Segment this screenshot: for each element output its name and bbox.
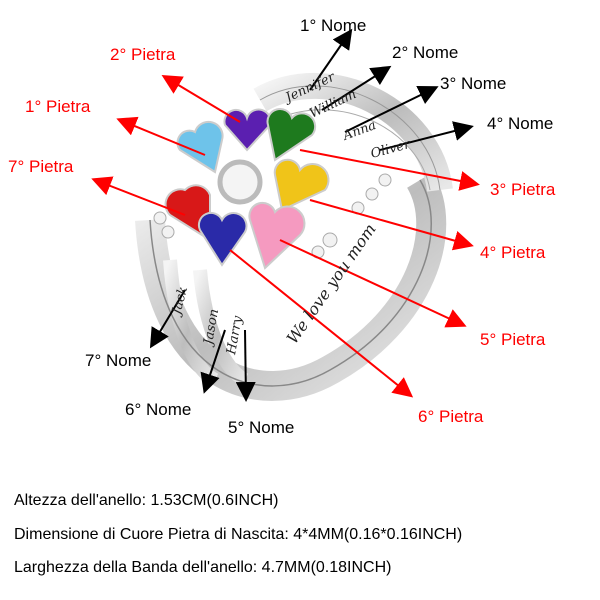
stone-1-blue <box>176 120 224 174</box>
stone-5-pink <box>248 201 306 270</box>
stone-label-3: 3° Pietra <box>490 180 556 199</box>
center-diamond <box>217 159 263 205</box>
stone-label-7: 7° Pietra <box>8 157 74 176</box>
name-arrows <box>149 28 474 402</box>
birthstones <box>164 108 330 270</box>
stone-3-green <box>266 108 317 162</box>
stone-label-1: 1° Pietra <box>25 97 91 116</box>
stone-arrows <box>91 74 480 398</box>
engraving-3: Anna <box>340 118 378 144</box>
stone-4-yellow <box>273 158 330 212</box>
name-label-2: 2° Nome <box>392 43 459 62</box>
spec-ring-height: Altezza dell'anello: 1.53CM(0.6INCH) <box>14 492 279 509</box>
name-label-7: 7° Nome <box>85 351 152 370</box>
stone-label-2: 2° Pietra <box>110 45 176 64</box>
engraving-4: Oliver <box>369 137 412 162</box>
name-label-5: 5° Nome <box>228 418 295 437</box>
stone-label-6: 6° Pietra <box>418 407 484 426</box>
name-label-6: 6° Nome <box>125 400 192 419</box>
name-label-3: 3° Nome <box>440 74 507 93</box>
engraving-5: Harry <box>224 314 246 357</box>
engraving-6: Jason <box>201 308 223 349</box>
stone-label-5: 5° Pietra <box>480 330 546 349</box>
name-label-4: 4° Nome <box>487 114 554 133</box>
stone-6-darkblue <box>197 211 248 267</box>
stone-label-4: 4° Pietra <box>480 243 546 262</box>
spec-band-width: Larghezza della Banda dell'anello: 4.7MM… <box>14 559 392 576</box>
spec-stone-size: Dimensione di Cuore Pietra di Nascita: 4… <box>14 526 463 543</box>
accent-diamonds <box>153 173 392 259</box>
stone-2-purple <box>223 108 272 152</box>
name-label-1: 1° Nome <box>300 16 367 35</box>
